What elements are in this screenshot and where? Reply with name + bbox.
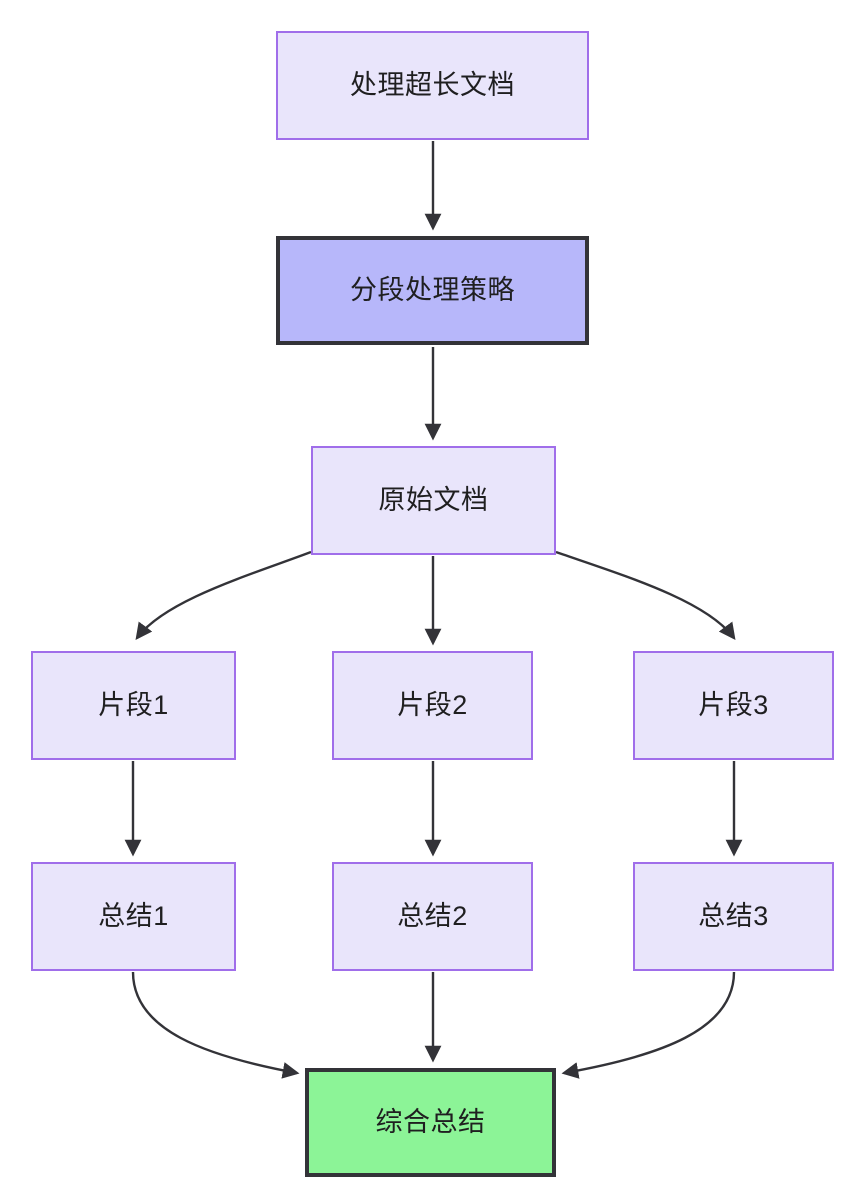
node-label: 原始文档 <box>378 485 489 516</box>
node-label: 片段2 <box>397 690 468 721</box>
node-summary-3[interactable]: 总结3 <box>633 862 834 971</box>
node-fragment-3[interactable]: 片段3 <box>633 651 834 760</box>
edge-n3-n6 <box>555 550 736 641</box>
node-fragment-1[interactable]: 片段1 <box>31 651 236 760</box>
node-comprehensive-summary[interactable]: 综合总结 <box>305 1068 556 1177</box>
edge-n7-n10 <box>131 971 300 1079</box>
node-label: 分段处理策略 <box>350 275 515 306</box>
node-summary-1[interactable]: 总结1 <box>31 862 236 971</box>
node-label: 综合总结 <box>375 1107 486 1138</box>
node-summary-2[interactable]: 总结2 <box>332 862 533 971</box>
node-label: 处理超长文档 <box>350 70 515 101</box>
node-label: 总结3 <box>698 901 769 932</box>
node-label: 总结2 <box>397 901 468 932</box>
node-chunking-strategy[interactable]: 分段处理策略 <box>276 236 589 345</box>
node-original-document[interactable]: 原始文档 <box>311 446 556 555</box>
edge-n3-n4 <box>135 550 312 641</box>
edge-n9-n10 <box>561 971 736 1079</box>
node-label: 总结1 <box>98 901 169 932</box>
node-label: 片段1 <box>98 690 169 721</box>
node-fragment-2[interactable]: 片段2 <box>332 651 533 760</box>
node-process-long-document[interactable]: 处理超长文档 <box>276 31 589 140</box>
node-label: 片段3 <box>698 690 769 721</box>
